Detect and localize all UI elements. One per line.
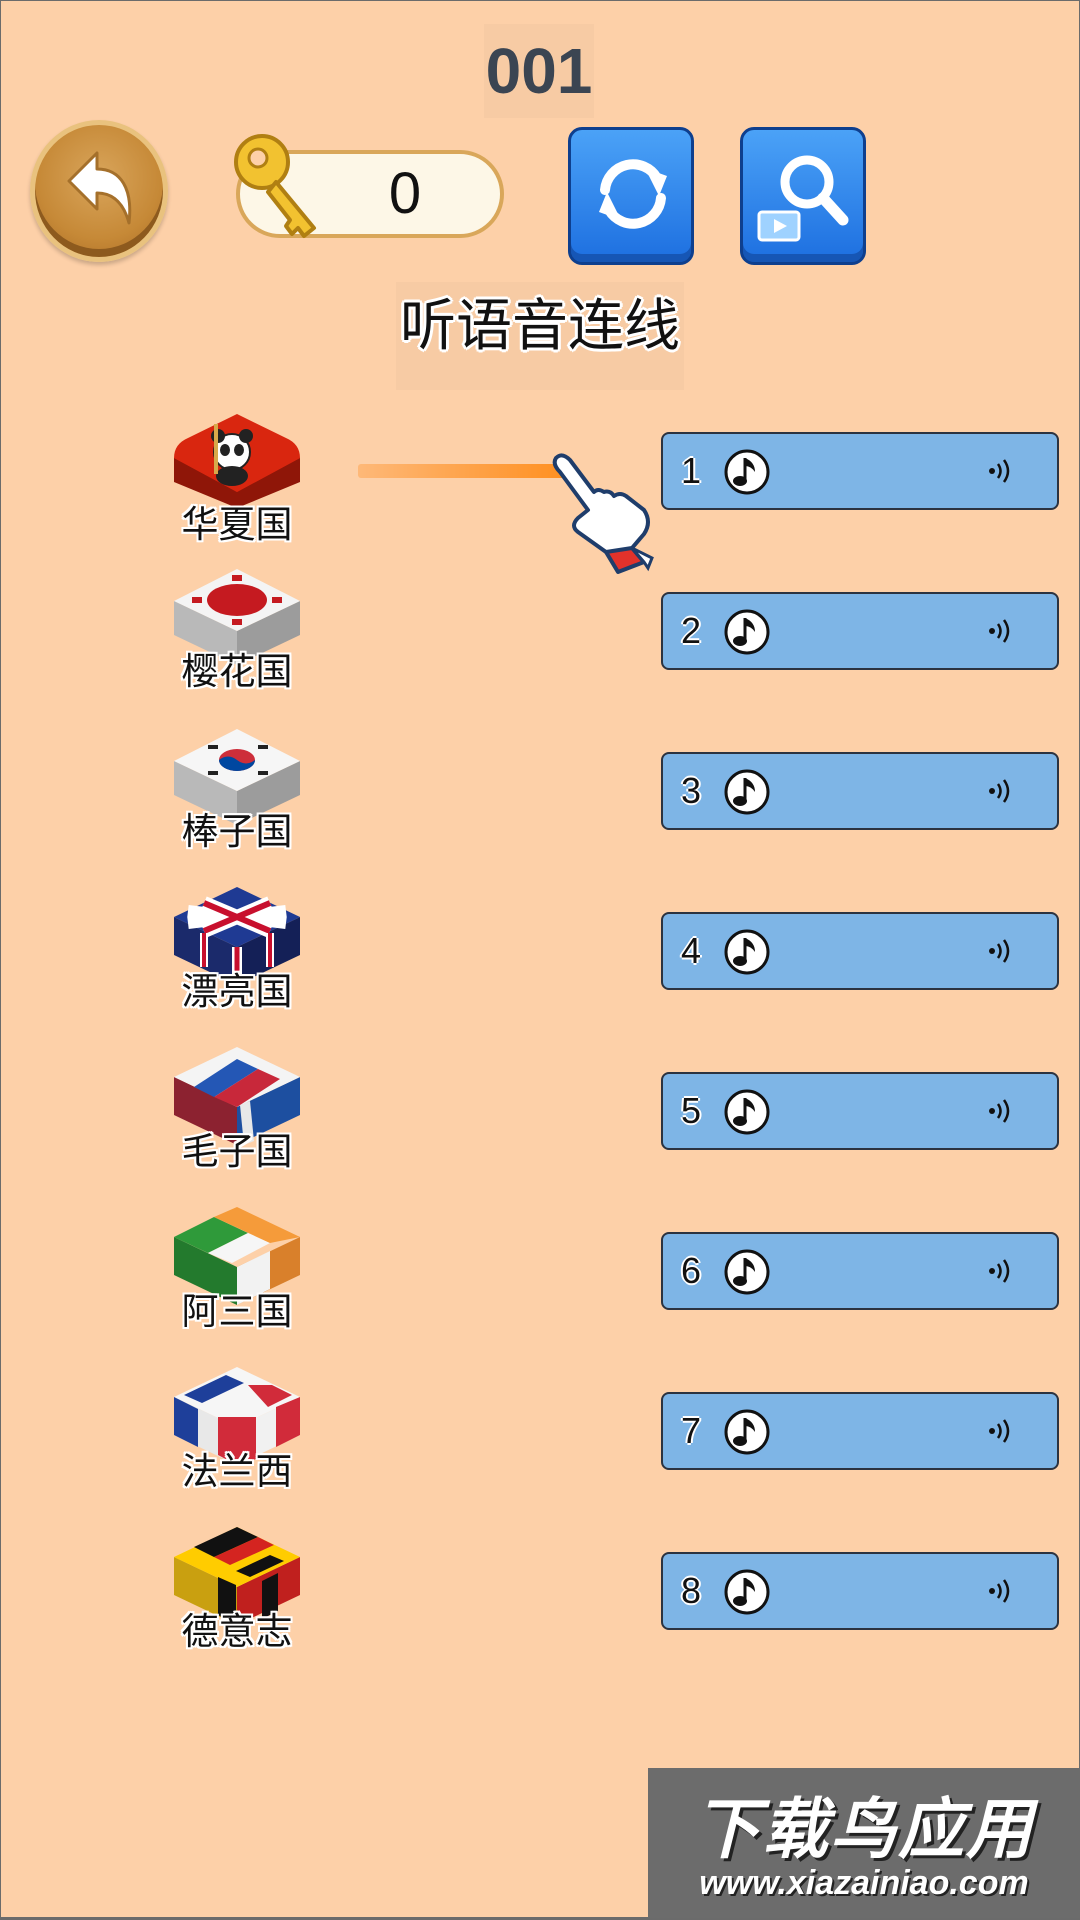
music-note-icon [724,1089,770,1135]
country-label: 毛子国 [181,1130,293,1173]
instruction-text: 听语音连线 [396,282,684,390]
music-note-icon [724,609,770,655]
country-item[interactable]: 华夏国 [174,408,300,546]
watermark-title: 下载鸟应用 [694,1791,1034,1868]
audio-number: 3 [681,770,702,811]
audio-number: 6 [681,1250,702,1291]
speaker-icon [989,1099,1010,1123]
country-item[interactable]: 樱花国 [174,555,300,693]
korea-flag-icon [174,729,300,825]
country-label: 法兰西 [181,1450,293,1493]
country-item[interactable]: 漂亮国 [174,875,300,1013]
watermark: 下载鸟应用 www.xiazainiao.com [648,1768,1080,1918]
country-item[interactable]: 法兰西 [174,1355,300,1493]
refresh-icon [599,159,667,229]
speaker-icon [989,1259,1010,1283]
key-count: 0 [388,161,422,226]
pointing-hand-icon [552,453,654,574]
audio-number: 4 [681,930,702,971]
key-icon [234,134,316,238]
audio-button[interactable]: 5 [661,1072,1059,1150]
audio-button[interactable]: 4 [661,912,1059,990]
audio-number: 5 [681,1090,702,1131]
japan-flag-icon [174,569,300,665]
audio-button[interactable]: 1 [661,432,1059,510]
country-label: 棒子国 [181,810,293,853]
audio-button[interactable]: 6 [661,1232,1059,1310]
refresh-button[interactable] [568,127,694,265]
back-arrow-icon [67,151,132,225]
speaker-icon [989,939,1010,963]
audio-button[interactable]: 3 [661,752,1059,830]
music-note-icon [724,769,770,815]
country-label: 漂亮国 [181,970,293,1013]
music-note-icon [724,1569,770,1615]
audio-button[interactable]: 2 [661,592,1059,670]
audio-button[interactable]: 8 [661,1552,1059,1630]
music-note-icon [724,449,770,495]
audio-number: 7 [681,1410,702,1451]
speaker-icon [989,459,1010,483]
magnifier-video-icon [757,155,849,242]
level-number: 001 [484,24,594,118]
country-label: 阿三国 [181,1290,293,1333]
france-flag-icon [174,1367,300,1465]
country-label: 华夏国 [181,503,293,546]
country-item[interactable]: 棒子国 [174,715,300,853]
panda-flag-icon [174,414,300,508]
music-note-icon [724,1249,770,1295]
germany-flag-icon [174,1527,300,1625]
russia-flag-icon [174,1047,300,1145]
audio-button[interactable]: 7 [661,1392,1059,1470]
music-note-icon [724,929,770,975]
audio-number: 8 [681,1570,702,1611]
audio-number: 1 [681,450,702,491]
country-item[interactable]: 阿三国 [174,1195,300,1333]
speaker-icon [989,1579,1010,1603]
ireland-flag-icon [174,1207,300,1305]
back-button[interactable] [30,120,168,262]
audio-number: 2 [681,610,702,651]
country-label: 樱花国 [181,650,293,693]
country-label: 德意志 [181,1610,293,1653]
watermark-url: www.xiazainiao.com [699,1864,1029,1902]
speaker-icon [989,619,1010,643]
speaker-icon [989,1419,1010,1443]
country-item[interactable]: 德意志 [174,1515,300,1653]
music-note-icon [724,1409,770,1455]
tutorial-drag-line [358,464,570,478]
hint-video-button[interactable] [740,127,866,265]
speaker-icon [989,779,1010,803]
uk-flag-icon [174,887,300,985]
country-item[interactable]: 毛子国 [174,1035,300,1173]
